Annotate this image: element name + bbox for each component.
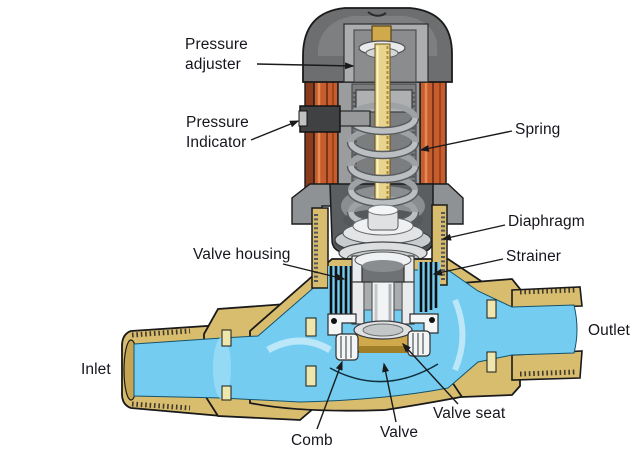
leader-diaphragm xyxy=(441,224,506,241)
cap-slot xyxy=(367,11,387,17)
label-spring: Spring xyxy=(515,121,561,138)
label-strainer: Strainer xyxy=(506,248,562,265)
label-outlet: Outlet xyxy=(588,322,630,339)
pressure-indicator-part xyxy=(298,105,371,133)
interior-parts xyxy=(327,251,440,361)
comb-part xyxy=(327,313,439,361)
leader-valve xyxy=(382,362,397,423)
leader-spring xyxy=(419,130,513,152)
leader-valve-housing xyxy=(282,263,346,281)
leader-valve-seat xyxy=(401,342,459,405)
leader-pressure-adjuster xyxy=(256,62,355,70)
leader-comb xyxy=(316,360,343,430)
leader-pressure-indicator xyxy=(250,120,300,141)
label-pressure-adjuster: Pressure adjuster xyxy=(185,36,248,74)
label-valve: Valve xyxy=(380,424,419,441)
label-comb: Comb xyxy=(291,432,333,449)
label-inlet: Inlet xyxy=(81,361,111,378)
label-pressure-indicator: Pressure Indicator xyxy=(186,114,249,152)
valve-stem-part xyxy=(354,251,412,327)
label-valve-seat: Valve seat xyxy=(433,405,506,422)
leader-lines xyxy=(250,62,513,430)
label-diaphragm: Diaphragm xyxy=(508,213,585,230)
label-valve-housing: Valve housing xyxy=(193,246,291,263)
valve-seat-part xyxy=(353,320,413,353)
leader-strainer xyxy=(432,258,504,276)
